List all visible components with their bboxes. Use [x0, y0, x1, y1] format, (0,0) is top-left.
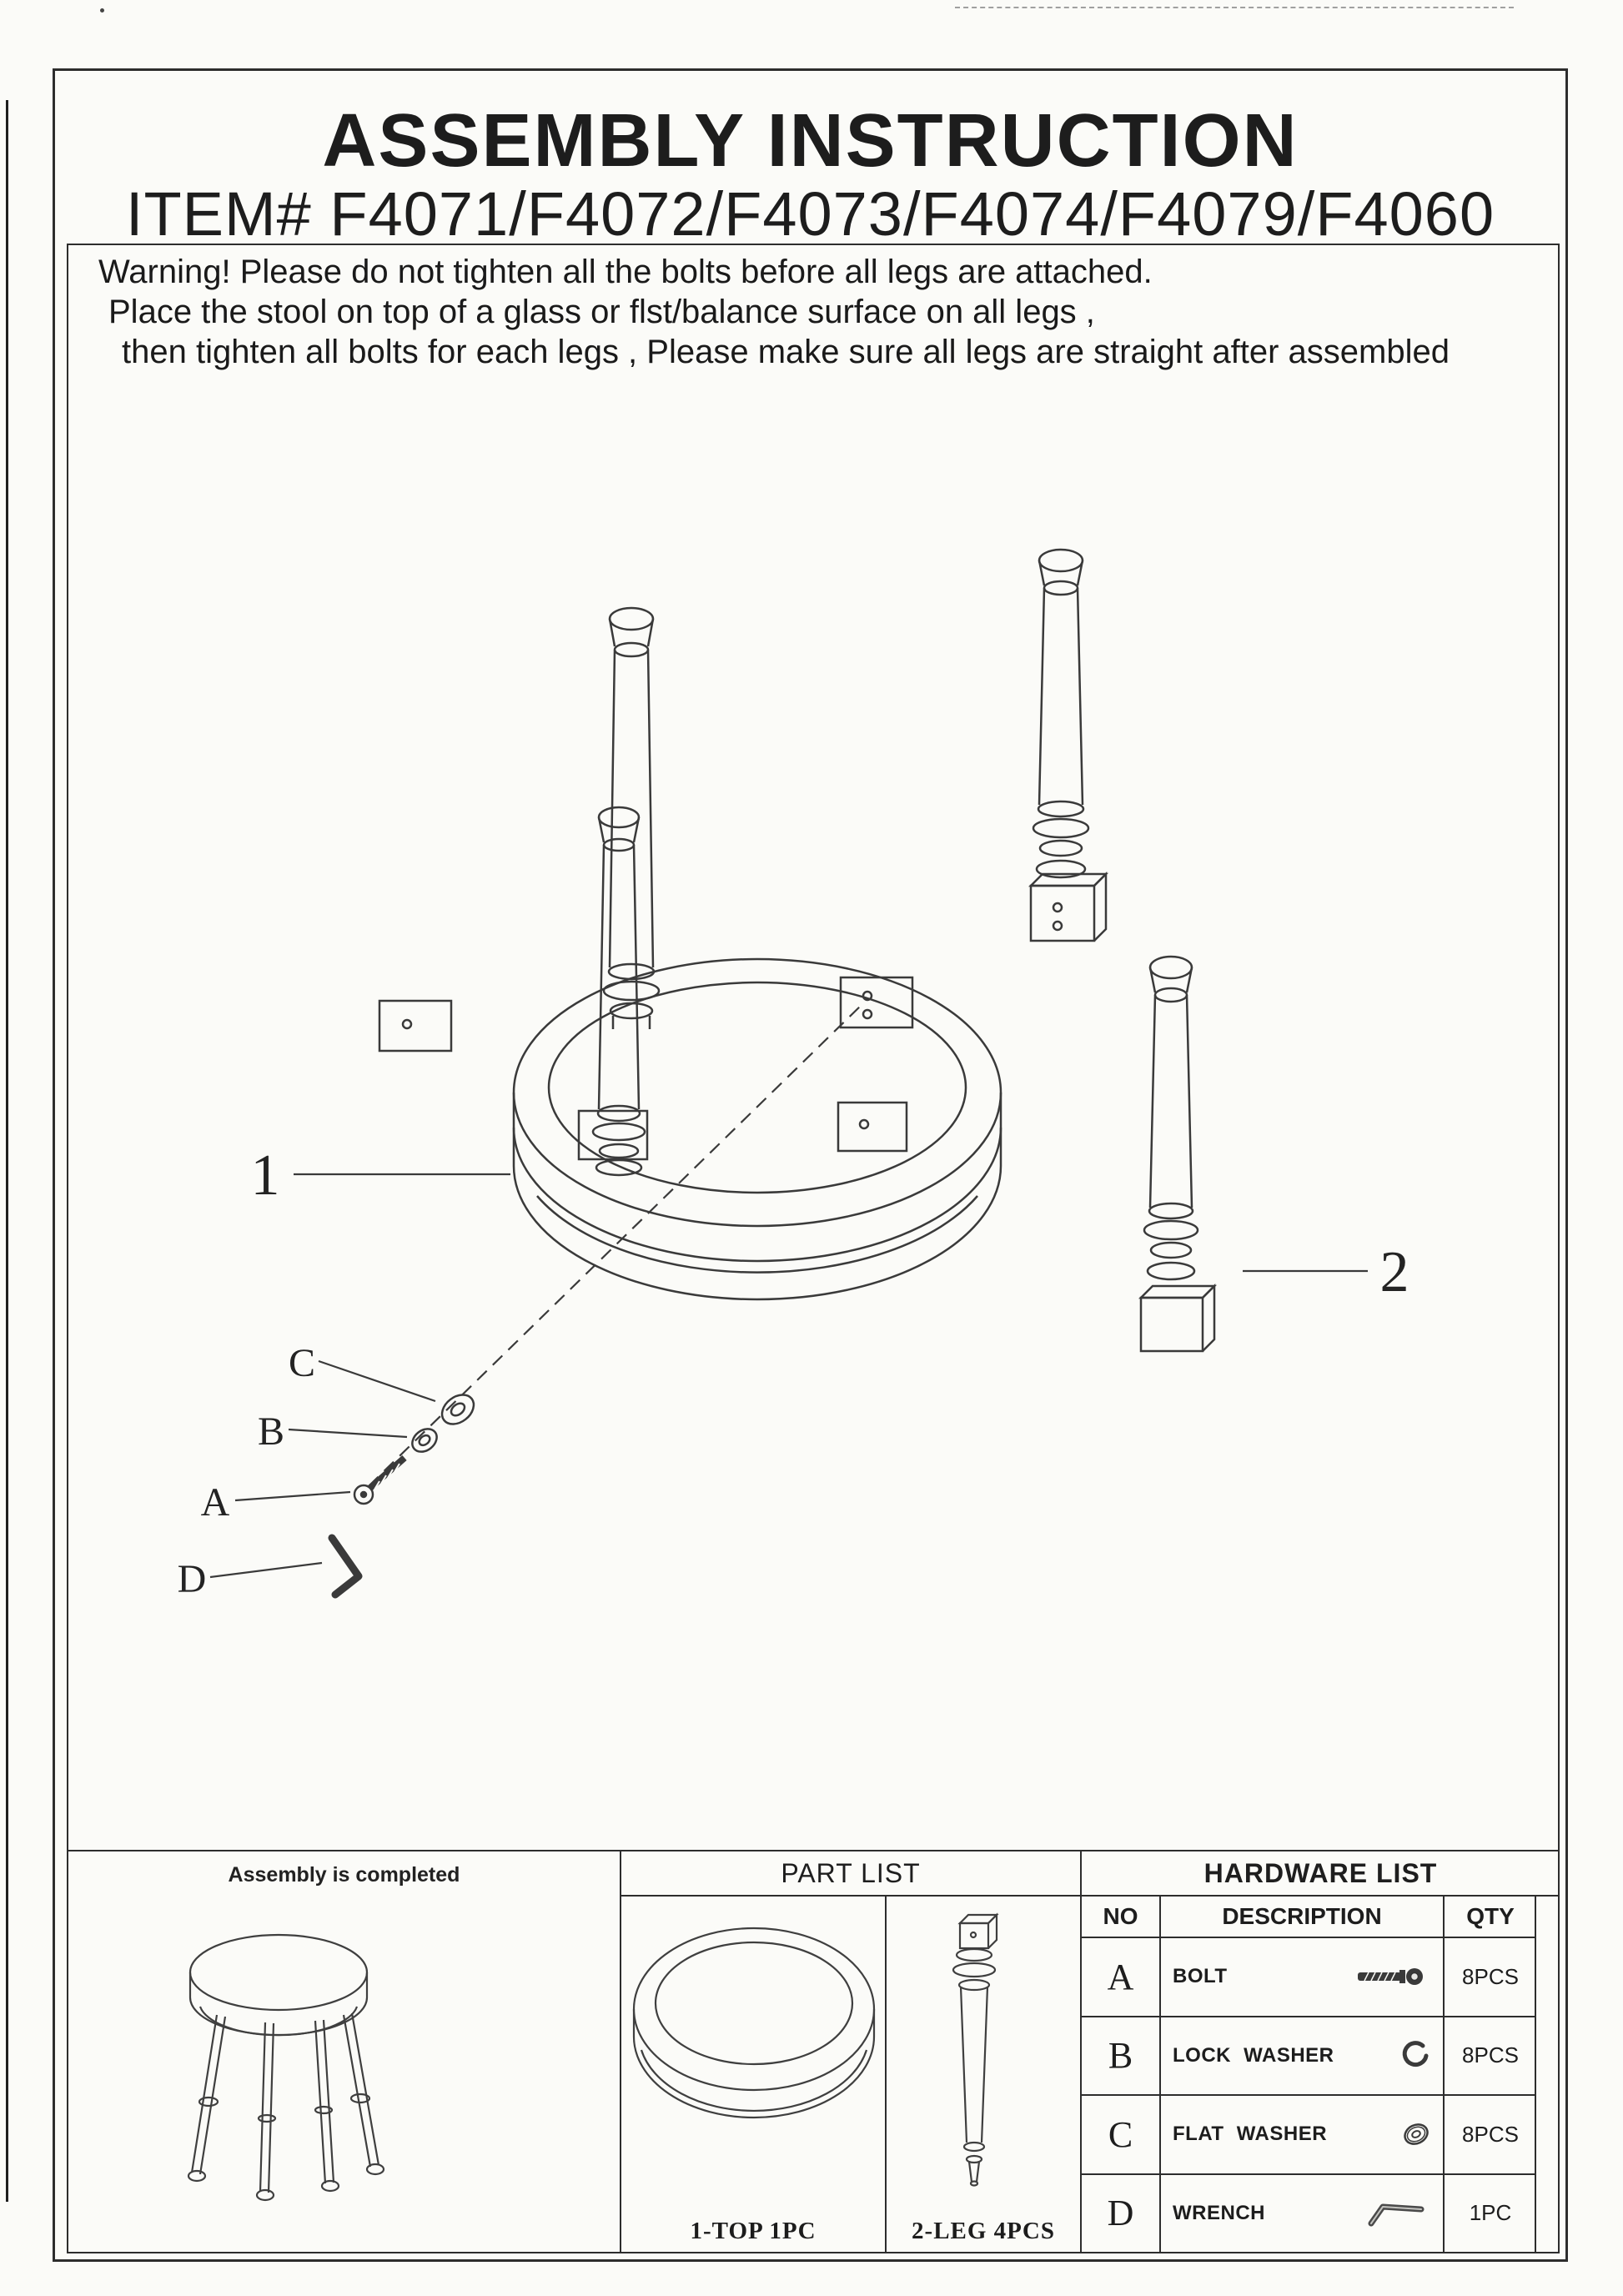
leg-attached-front	[591, 806, 646, 1177]
part-leg-drawing	[952, 1912, 999, 2187]
footer-table: Assembly is completed	[68, 1850, 1560, 2253]
hardware-row-qty: 8PCS	[1445, 1938, 1536, 2017]
wrench-icon	[1368, 2203, 1425, 2227]
completed-stool-drawing	[187, 1933, 385, 2202]
hardware-col-no: NO	[1082, 1897, 1161, 1938]
hardware-col-qty: QTY	[1445, 1897, 1536, 1938]
callout-d: D	[178, 1557, 207, 1601]
part-top-drawing	[632, 1927, 876, 2119]
part-list-title: PART LIST	[621, 1851, 1080, 1897]
assembly-axis-line	[368, 1003, 863, 1487]
flat-washer-icon	[1404, 2123, 1429, 2146]
part-list-body: 1-TOP 1PC	[621, 1897, 1080, 2253]
allen-wrench-part	[328, 1534, 363, 1599]
hardware-row-qty: 8PCS	[1445, 2096, 1536, 2175]
leg-detached-top	[1028, 548, 1109, 942]
scan-edge-line	[6, 100, 8, 2202]
warning-line-1: Warning! Please do not tighten all the b…	[98, 254, 1153, 290]
callout-leg: 2	[1380, 1240, 1409, 1304]
hardware-row-no: B	[1082, 2017, 1161, 2096]
hardware-desc-label: BOLT	[1173, 1965, 1228, 1988]
page-title: ASSEMBLY INSTRUCTION	[322, 99, 1299, 183]
part-list-cell: PART LIST 1-TOP 1PC	[620, 1851, 1080, 2253]
leg-detached-right	[1138, 955, 1218, 1353]
completed-assembly-cell: Assembly is completed	[68, 1851, 620, 2253]
hardware-row-qty: 8PCS	[1445, 2017, 1536, 2096]
bolt-part	[353, 1454, 407, 1505]
lock-washer-icon	[1402, 2040, 1429, 2067]
scan-dashes	[955, 7, 1514, 8]
mounting-blocks	[378, 976, 914, 1161]
mounting-block-northeast	[839, 976, 914, 1029]
hardware-desc-label: LOCK WASHER	[1173, 2043, 1334, 2067]
lock-washer-part	[411, 1428, 438, 1453]
leader-lines	[209, 1173, 1368, 1579]
callout-c: C	[289, 1341, 315, 1385]
hardware-row-description: WRENCH	[1161, 2174, 1445, 2253]
scan-speck	[100, 8, 104, 13]
hardware-list-cell: HARDWARE LIST NO DESCRIPTION QTY A BOLT	[1080, 1851, 1560, 2253]
hardware-row-no: D	[1082, 2174, 1161, 2253]
hardware-list-title: HARDWARE LIST	[1082, 1851, 1560, 1897]
hardware-col-description: DESCRIPTION	[1161, 1897, 1445, 1938]
flat-washer-part	[440, 1394, 475, 1425]
mounting-block-south	[837, 1101, 908, 1153]
seat-underside	[512, 957, 1002, 1301]
hardware-row-qty: 1PC	[1445, 2175, 1536, 2253]
part-top-label: 1-TOP 1PC	[690, 2218, 817, 2244]
completed-caption: Assembly is completed	[228, 1863, 460, 1887]
callout-seat: 1	[251, 1143, 280, 1208]
mounting-block-west	[378, 999, 453, 1053]
callout-labels: 1 2 C B A D	[178, 1143, 1409, 1601]
callout-b: B	[258, 1409, 284, 1454]
hardware-desc-label: WRENCH	[1173, 2201, 1265, 2224]
inner-border-frame	[67, 244, 1560, 2253]
warning-text: Warning! Please do not tighten all the b…	[98, 252, 1541, 372]
hardware-row-description: LOCK WASHER	[1161, 2017, 1445, 2096]
warning-line-2: Place the stool on top of a glass or fls…	[108, 294, 1095, 330]
mounting-block-southwest	[577, 1109, 649, 1161]
part-leg-label: 2-LEG 4PCS	[912, 2218, 1055, 2244]
item-number-line: ITEM# F4071/F4072/F4073/F4074/F4079/F406…	[125, 179, 1495, 249]
warning-line-3: then tighten all bolts for each legs , P…	[122, 334, 1450, 370]
outer-border-frame	[53, 68, 1568, 2262]
hardware-row-no: C	[1082, 2096, 1161, 2175]
hardware-row-description: BOLT	[1161, 1938, 1445, 2017]
hardware-desc-label: FLAT WASHER	[1173, 2123, 1328, 2146]
part-top-cell: 1-TOP 1PC	[621, 1897, 887, 2253]
part-leg-cell: 2-LEG 4PCS	[887, 1897, 1080, 2253]
callout-a: A	[201, 1480, 230, 1525]
leg-attached-tall	[602, 606, 661, 1029]
hardware-row-description: FLAT WASHER	[1161, 2096, 1445, 2175]
hardware-exploded	[328, 1394, 475, 1599]
hardware-table: NO DESCRIPTION QTY A BOLT	[1082, 1897, 1536, 2253]
hardware-row-no: A	[1082, 1938, 1161, 2017]
bolt-icon	[1358, 1968, 1423, 1986]
